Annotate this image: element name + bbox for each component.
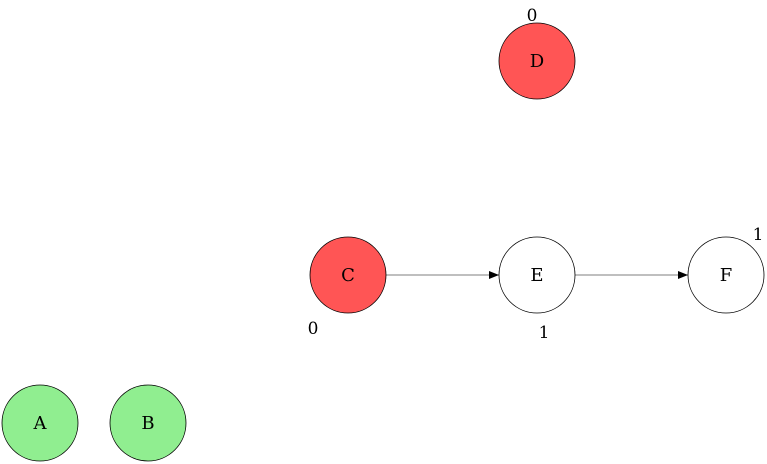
node-d-count: 0 xyxy=(527,6,538,26)
node-b: B xyxy=(109,384,187,462)
node-b-label: B xyxy=(141,413,154,434)
node-e-circle xyxy=(498,236,576,314)
node-f: F1 xyxy=(687,225,765,314)
node-c-label: C xyxy=(341,265,355,286)
node-d: D0 xyxy=(498,6,576,100)
node-b-circle xyxy=(109,384,187,462)
node-e-count: 1 xyxy=(539,323,550,343)
node-f-label: F xyxy=(720,265,733,286)
node-f-circle xyxy=(687,236,765,314)
node-e: E1 xyxy=(498,236,576,343)
node-a-circle xyxy=(1,384,79,462)
node-d-circle xyxy=(498,22,576,100)
node-c: C0 xyxy=(308,236,387,339)
node-c-circle xyxy=(309,236,387,314)
node-f-count: 1 xyxy=(753,225,764,245)
node-e-label: E xyxy=(530,265,543,286)
node-d-label: D xyxy=(530,51,544,72)
node-c-count: 0 xyxy=(308,319,319,339)
node-a: A xyxy=(1,384,79,462)
node-a-label: A xyxy=(33,413,48,434)
